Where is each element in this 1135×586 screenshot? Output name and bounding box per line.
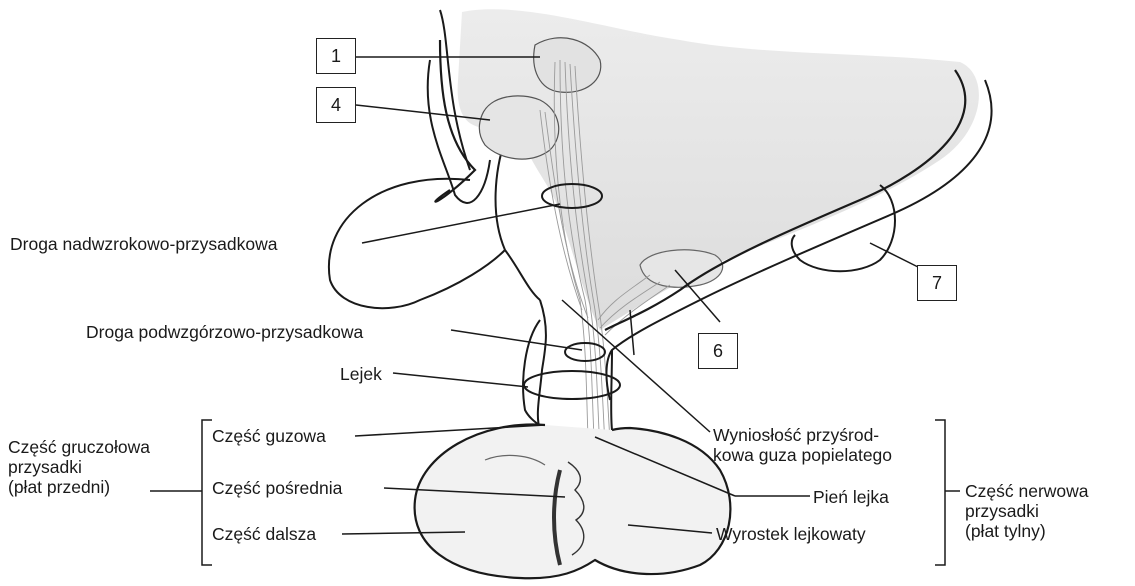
label-infundibulum: Lejek bbox=[340, 364, 382, 384]
infundibulum-ellipse bbox=[524, 371, 620, 399]
label-pars-tuberalis: Część guzowa bbox=[212, 426, 326, 446]
callout-1: 1 bbox=[316, 38, 356, 74]
stalk-right bbox=[611, 350, 612, 430]
label-stalk: Pień lejka bbox=[813, 487, 889, 507]
label-adenohypophysis: Część gruczołowa przysadki (płat przedni… bbox=[8, 437, 150, 497]
label-pars-distalis: Część dalsza bbox=[212, 524, 316, 544]
label-hypothalamic-tract: Droga podwzgórzowo-przysadkowa bbox=[86, 322, 363, 342]
callout-4: 4 bbox=[316, 87, 356, 123]
label-infundibular-process: Wyrostek lejkowaty bbox=[716, 524, 866, 544]
label-supraoptic-tract: Droga nadwzrokowo-przysadkowa bbox=[10, 234, 277, 254]
label-neurohypophysis: Część nerwowa przysadki (płat tylny) bbox=[965, 481, 1089, 541]
stalk-left bbox=[538, 300, 546, 430]
callout-6: 6 bbox=[698, 333, 738, 369]
nucleus-6 bbox=[640, 250, 723, 287]
label-pars-intermedia: Część pośrednia bbox=[212, 478, 342, 498]
callout-7: 7 bbox=[917, 265, 957, 301]
left-bulge-inner bbox=[496, 140, 540, 300]
left-bulge bbox=[329, 179, 505, 308]
label-median-eminence: Wyniosłość przyśrod- kowa guza popielate… bbox=[713, 425, 892, 465]
